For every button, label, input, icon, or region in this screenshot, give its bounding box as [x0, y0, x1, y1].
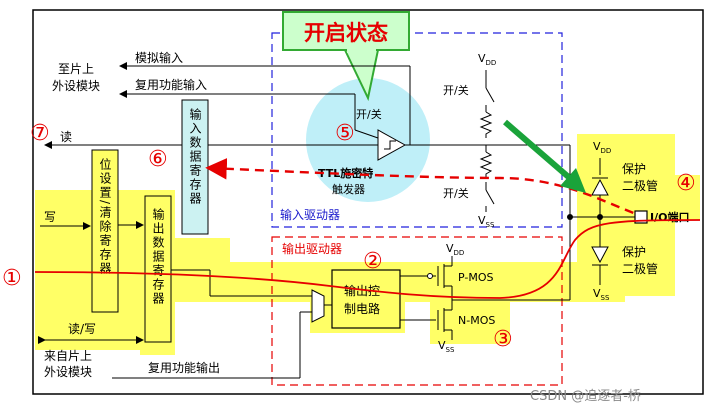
marker-6: ⑥: [148, 147, 168, 172]
output-mux: [311, 289, 325, 323]
green-arrow: [503, 119, 586, 193]
marker-3: ③: [493, 327, 513, 352]
af-output-label: 复用功能输出: [148, 360, 220, 375]
schmitt-switch-label: 开/关: [356, 107, 382, 121]
nmos-vss: VSS: [438, 339, 455, 354]
io-port-label: I/O端口: [650, 210, 689, 224]
input-signal-path: [205, 157, 637, 216]
highlight-circle: [306, 78, 430, 202]
protect-top-l1: 保护: [622, 162, 646, 176]
from-peripheral-l2: 外设模块: [44, 365, 92, 379]
af-input-line: [119, 90, 356, 120]
output-driver-label: 输出驱动器: [282, 241, 342, 256]
pull-resistors: [479, 70, 495, 212]
write-label: 写: [44, 210, 56, 224]
af-input-label: 复用功能输入: [135, 77, 207, 92]
input-data-register-label: 输入数据寄存器: [188, 107, 202, 206]
pullup-switch-label: 开/关: [443, 83, 469, 97]
diode-vss: VSS: [593, 287, 610, 302]
junction-dot-2: [597, 214, 603, 220]
analog-input-label: 模拟输入: [135, 50, 183, 65]
callout-title: 开启状态: [304, 21, 388, 45]
pmos-gate-bubble: [427, 273, 433, 279]
watermark: CSDN @追逐者-桥: [530, 388, 641, 404]
input-driver-label: 输入驱动器: [280, 207, 340, 222]
read-write-label: 读/写: [68, 322, 96, 336]
callout: 开启状态: [282, 11, 410, 102]
output-control-block: [331, 269, 401, 329]
marker-4: ④: [676, 171, 696, 196]
set-reset-register: [91, 149, 119, 313]
output-data-register: [144, 195, 172, 343]
nmos-label: N-MOS: [458, 314, 495, 327]
junction-dot: [567, 214, 573, 220]
marker-2: ②: [363, 249, 383, 274]
read-label: 读: [60, 130, 72, 144]
diode-vdd: VDD: [593, 140, 611, 155]
marker-5: ⑤: [335, 121, 355, 146]
pmos-label: P-MOS: [458, 271, 494, 284]
schmitt-trigger: [354, 120, 407, 161]
input-driver-box: [271, 32, 563, 228]
marker-7: ⑦: [30, 121, 50, 146]
protect-bottom-l1: 保护: [622, 245, 646, 259]
output-driver-box: [271, 236, 563, 386]
schmitt-label-l2: 触发器: [332, 182, 365, 196]
set-reset-register-label: 位设置/清除寄存器: [98, 157, 112, 276]
pulldown-vss: VSS: [478, 214, 495, 229]
output-signal-path: [34, 219, 701, 299]
mosfets: [400, 256, 571, 340]
output-path-lines: [112, 269, 312, 379]
protect-bottom-l2: 二极管: [622, 261, 658, 276]
input-data-register: [181, 99, 209, 235]
analog-input-line: [119, 62, 411, 145]
pullup-vdd: VDD: [478, 52, 496, 67]
pulldown-switch-label: 开/关: [443, 186, 469, 200]
to-peripheral-l1: 至片上: [58, 62, 94, 76]
marker-1: ①: [2, 266, 22, 291]
protect-top-l2: 二极管: [622, 178, 658, 193]
pmos-vdd: VDD: [446, 242, 464, 257]
to-peripheral-l2: 外设模块: [52, 79, 100, 93]
output-control-l2: 制电路: [344, 301, 380, 316]
from-peripheral-l1: 来自片上: [44, 349, 92, 363]
output-data-register-label: 输出数据寄存器: [151, 207, 165, 306]
